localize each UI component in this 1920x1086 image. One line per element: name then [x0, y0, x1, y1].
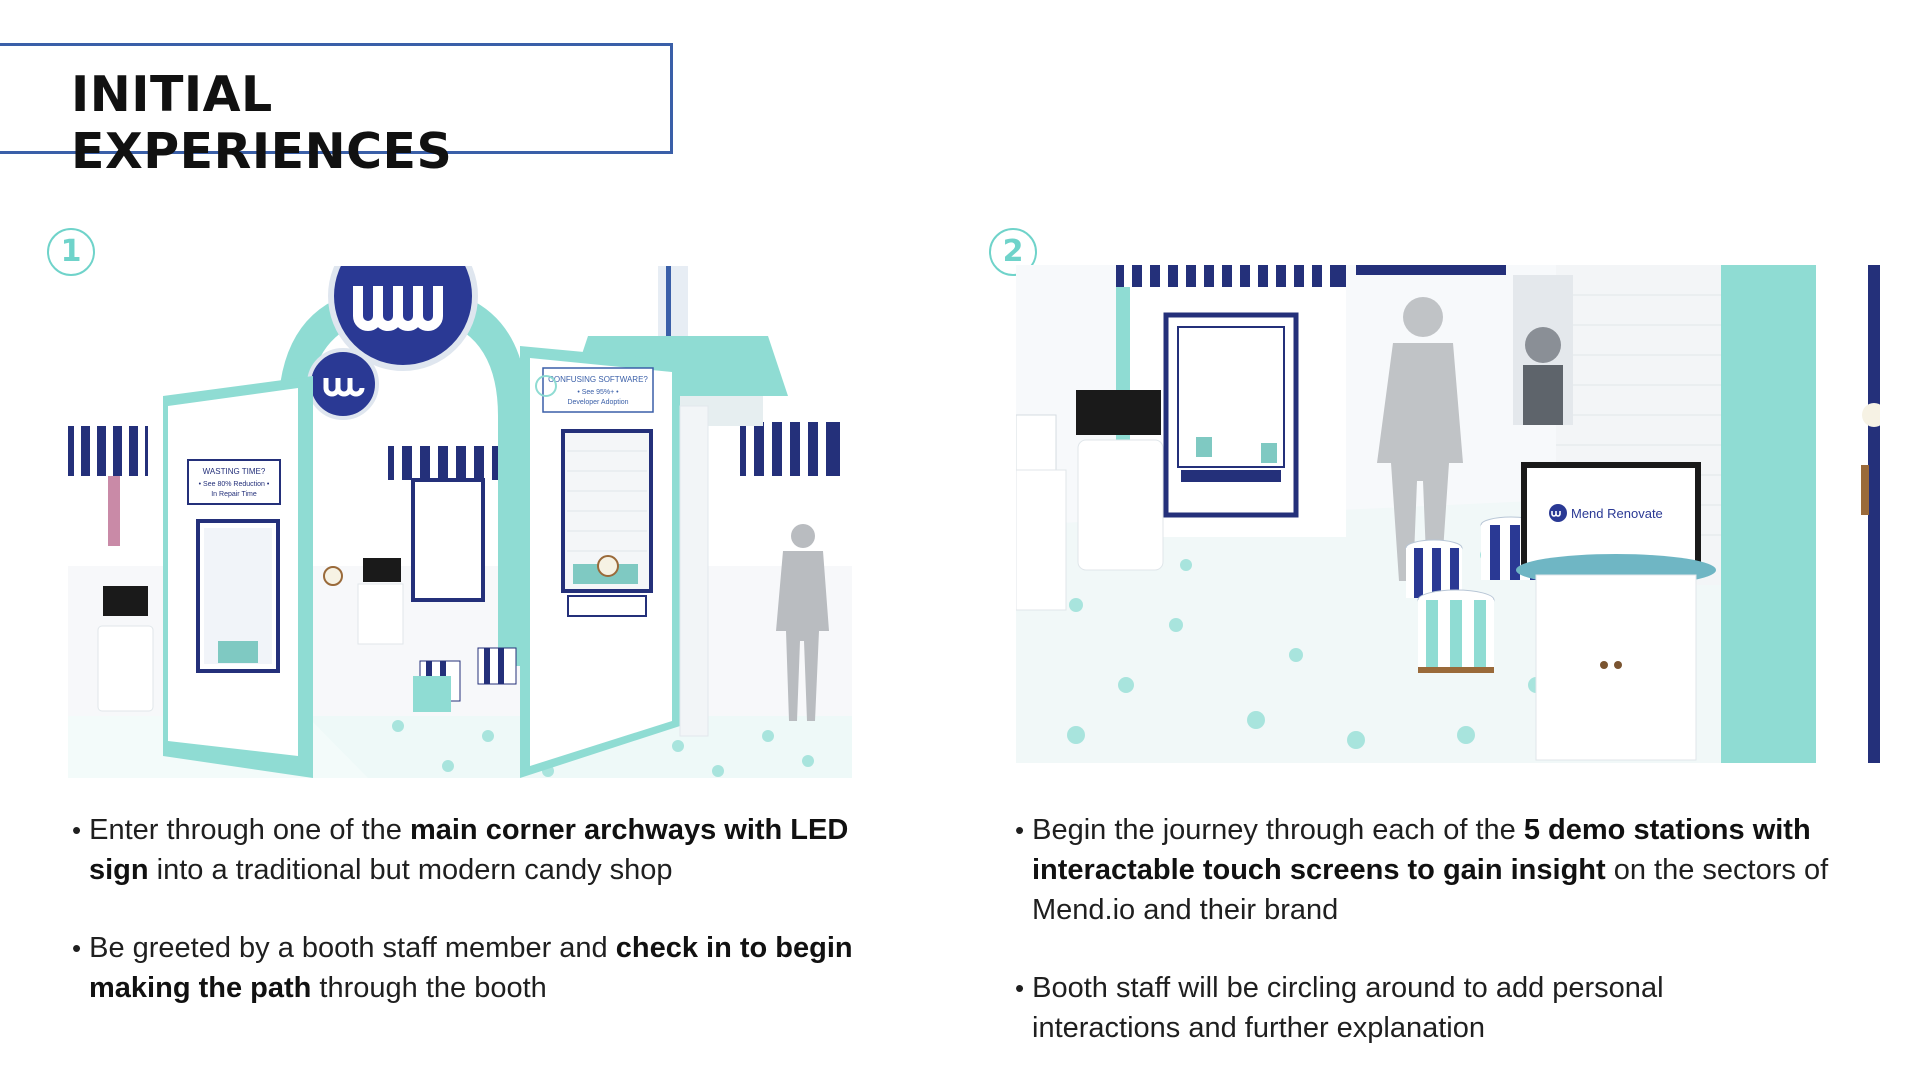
- bullet-2-2: •Booth staff will be circling around to …: [1015, 972, 1664, 1044]
- bullet-list-2: •Begin the journey through each of the 5…: [1015, 810, 1895, 1086]
- sign-right-line2: • See 95%+ •: [577, 389, 619, 396]
- booth-render-2: Mend Renovate: [1016, 265, 1880, 763]
- sign-left-line3: In Repair Time: [211, 491, 257, 498]
- bullet-1-1: •Enter through one of the main corner ar…: [72, 814, 849, 886]
- screen-brand-text: Mend Renovate: [1571, 506, 1663, 521]
- title-box: INITIAL EXPERIENCES: [0, 43, 673, 180]
- step-number-1: 1: [47, 228, 95, 276]
- bullet-1-2: •Be greeted by a booth staff member and …: [72, 932, 853, 1004]
- sign-left-line1: WASTING TIME?: [203, 467, 266, 476]
- bullet-list-1: •Enter through one of the main corner ar…: [72, 810, 912, 1046]
- page-title: INITIAL EXPERIENCES: [71, 66, 453, 180]
- sign-right-line3: Developer Adoption: [567, 399, 628, 406]
- sign-left-line2: • See 80% Reduction •: [199, 481, 270, 488]
- booth-render-1: WASTING TIME? • See 80% Reduction • In R…: [68, 266, 852, 778]
- bullet-2-1: •Begin the journey through each of the 5…: [1015, 814, 1829, 926]
- step-number-2: 2: [989, 228, 1037, 276]
- sign-right-line1: CONFUSING SOFTWARE?: [548, 375, 648, 384]
- mend-wave-icon: [1549, 504, 1567, 522]
